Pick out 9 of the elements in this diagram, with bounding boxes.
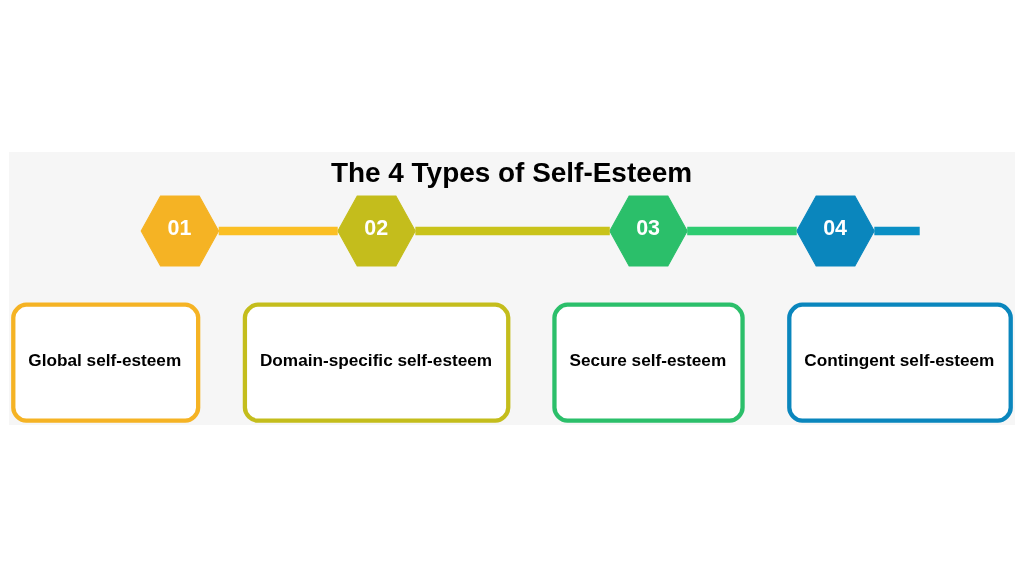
node-box: Secure self-esteem	[552, 301, 745, 423]
connector	[218, 226, 338, 235]
connector	[415, 226, 610, 235]
node-box: Global self-esteem	[11, 301, 201, 423]
diagram-title: The 4 Types of Self-Esteem	[330, 156, 693, 188]
connector	[687, 226, 797, 235]
connector	[874, 226, 920, 235]
node-box: Contingent self-esteem	[787, 301, 1013, 423]
node-box: Domain-specific self-esteem	[242, 301, 511, 423]
